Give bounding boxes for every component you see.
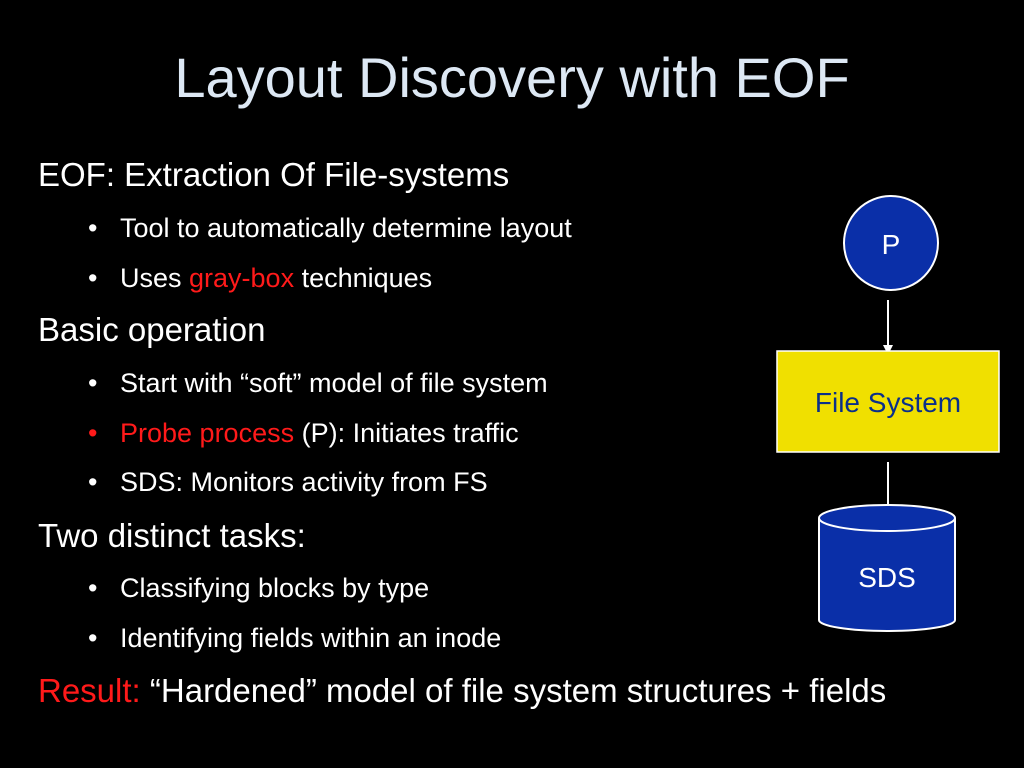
bullet-text: Classifying blocks by type	[120, 573, 430, 603]
bullet-dot: •	[88, 263, 98, 293]
bullet-graybox: • Uses gray-box techniques	[88, 261, 432, 295]
bullet-highlight: Probe process	[120, 418, 295, 448]
result-label: Result:	[38, 672, 141, 709]
bullet-dot: •	[88, 573, 98, 603]
bullet-text: Start with “soft” model of file system	[120, 368, 548, 398]
bullet-text-prefix: Uses	[120, 263, 190, 293]
bullet-probe: • Probe process (P): Initiates traffic	[88, 416, 519, 450]
probe-process-label: P	[882, 229, 901, 260]
probe-process-circle	[843, 195, 939, 291]
sds-cylinder	[818, 504, 956, 632]
bullet-classifying: • Classifying blocks by type	[88, 571, 429, 605]
bullet-tool: • Tool to automatically determine layout	[88, 211, 572, 245]
bullet-dot: •	[88, 623, 98, 653]
heading-text: EOF: Extraction Of File-systems	[38, 156, 510, 193]
bullet-dot: •	[88, 418, 98, 448]
bullet-dot: •	[88, 213, 98, 243]
bullet-dot: •	[88, 368, 98, 398]
bullet-dot: •	[88, 467, 98, 497]
bullet-identifying: • Identifying fields within an inode	[88, 621, 501, 655]
result-line: Result: “Hardened” model of file system …	[38, 671, 1024, 711]
bullet-text: Identifying fields within an inode	[120, 623, 502, 653]
slide-title: Layout Discovery with EOF	[174, 46, 850, 109]
sds-label: SDS	[858, 562, 916, 593]
architecture-diagram: P File System SDS	[776, 195, 1000, 632]
bullet-text: Tool to automatically determine layout	[120, 213, 572, 243]
bullet-text: SDS: Monitors activity from FS	[120, 467, 488, 497]
heading-basic-operation: Basic operation	[38, 310, 265, 350]
heading-text: Basic operation	[38, 311, 266, 348]
bullet-text-suffix: (P): Initiates traffic	[294, 418, 519, 448]
bullet-highlight: gray-box	[189, 263, 295, 293]
file-system-label: File System	[815, 387, 961, 418]
bullet-sds: • SDS: Monitors activity from FS	[88, 465, 488, 499]
bullet-text-suffix: techniques	[294, 263, 433, 293]
sds-cylinder-top	[818, 504, 956, 532]
bullet-soft-model: • Start with “soft” model of file system	[88, 366, 548, 400]
heading-text: Two distinct tasks:	[38, 517, 306, 554]
result-text: “Hardened” model of file system structur…	[149, 672, 887, 709]
heading-two-tasks: Two distinct tasks:	[38, 516, 306, 556]
heading-eof: EOF: Extraction Of File-systems	[38, 155, 509, 195]
sds-cylinder-body	[818, 518, 956, 632]
file-system-box	[776, 350, 1000, 453]
